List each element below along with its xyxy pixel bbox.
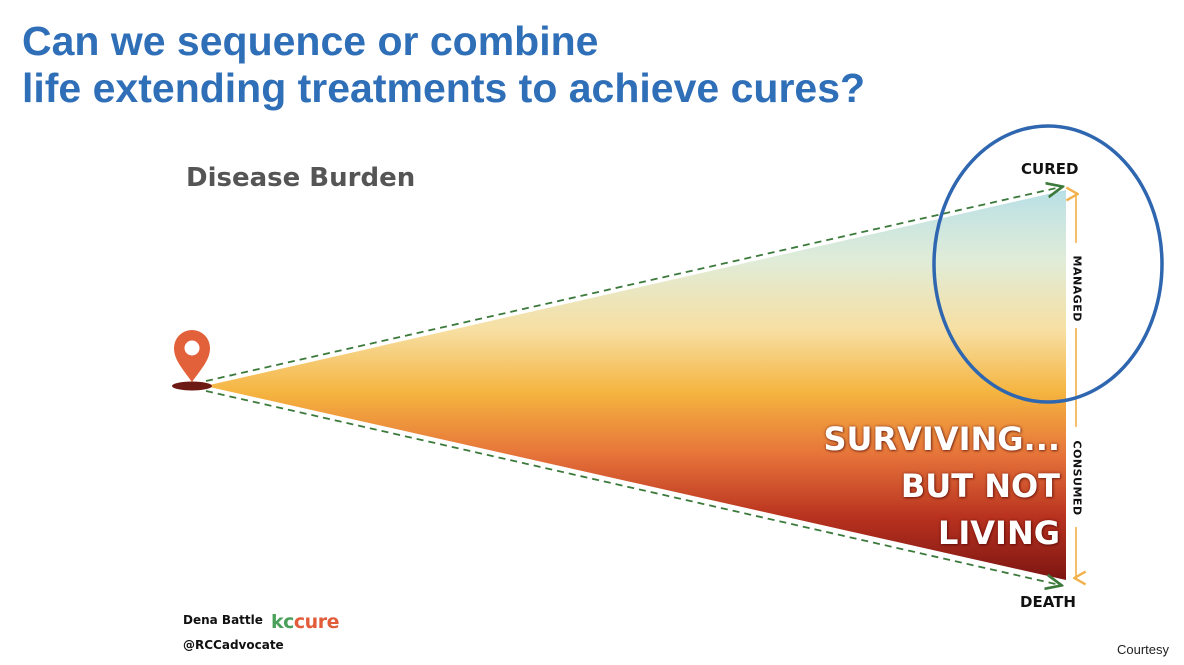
credit-handle: @RCCadvocate [183,638,284,652]
diagram-heading: Disease Burden [186,163,416,193]
disease-cone [205,190,1066,580]
kccure-logo: kccure [271,611,339,633]
surviving-overlay-text: SURVIVING... BUT NOT LIVING [823,416,1060,557]
managed-label: MANAGED [1070,255,1084,322]
title-line-2: life extending treatments to achieve cur… [22,65,866,111]
cured-label: CURED [1021,160,1079,178]
upper-dashed-arrow [205,187,1061,382]
slide-title: Can we sequence or combine life extendin… [22,18,865,112]
consumed-label: CONSUMED [1070,440,1084,516]
courtesy-note: Courtesy [1117,642,1170,657]
overlay-line-1: SURVIVING... [823,420,1060,458]
credit-name: Dena Battle [183,613,263,627]
highlight-circle [932,124,1164,404]
title-line-1: Can we sequence or combine [22,18,599,64]
overlay-line-3: LIVING [937,514,1060,552]
overlay-line-2: BUT NOT [900,467,1060,505]
logo-part-1: kc [271,611,294,633]
death-label: DEATH [1020,593,1076,611]
location-pin-icon [172,330,212,391]
logo-part-2: cure [293,611,340,633]
lower-dashed-arrow [205,390,1060,585]
